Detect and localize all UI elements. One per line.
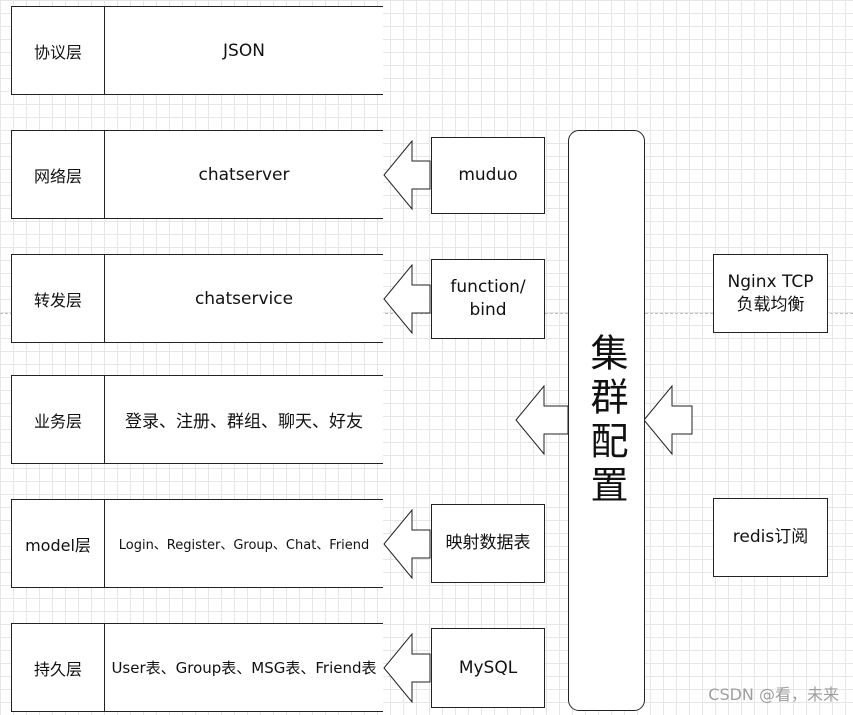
function-bind-box: function/ bind <box>431 259 545 339</box>
layer-name: 网络层 <box>12 131 105 218</box>
mysql-label: MySQL <box>458 657 518 678</box>
layer-content: User表、Group表、MSG表、Friend表 <box>111 659 377 677</box>
mapping-label: 映射数据表 <box>445 533 531 553</box>
redis-label: redis订阅 <box>732 527 809 547</box>
nginx-label-line2: 负载均衡 <box>736 294 805 315</box>
cluster-config-label: 集群配置 <box>584 332 628 509</box>
muduo-label: muduo <box>458 165 518 185</box>
muduo-box: muduo <box>431 137 545 214</box>
watermark: CSDN @看，未来 <box>708 685 839 704</box>
left-arrow-icon <box>383 509 431 579</box>
left-arrow-icon <box>383 140 431 210</box>
cluster-config-box: 集群配置 <box>568 130 645 711</box>
layer-model: model层 Login、Register、Group、Chat、Friend <box>11 499 383 588</box>
layer-name: 业务层 <box>12 376 105 463</box>
layer-network: 网络层 chatserver <box>11 130 383 219</box>
function-bind-label-line1: function/ <box>450 277 526 297</box>
mapping-box: 映射数据表 <box>431 504 545 583</box>
left-arrow-icon <box>383 264 431 334</box>
redis-box: redis订阅 <box>713 498 828 577</box>
layer-name: 持久层 <box>12 624 105 711</box>
nginx-label-line1: Nginx TCP <box>727 271 814 292</box>
layer-content: chatservice <box>194 288 294 309</box>
layer-content: 登录、注册、群组、聊天、好友 <box>125 412 363 432</box>
layer-content: JSON <box>223 40 265 61</box>
layer-protocol: 协议层 JSON <box>11 6 383 95</box>
layer-name: 协议层 <box>12 7 105 94</box>
nginx-box: Nginx TCP 负载均衡 <box>713 254 828 333</box>
mysql-box: MySQL <box>431 628 545 708</box>
layer-forwarding: 转发层 chatservice <box>11 254 383 343</box>
layer-name: model层 <box>12 500 105 587</box>
layer-name: 转发层 <box>12 255 105 342</box>
layer-persistence: 持久层 User表、Group表、MSG表、Friend表 <box>11 623 383 712</box>
left-arrow-icon <box>383 633 431 703</box>
left-arrow-icon <box>643 385 693 455</box>
layer-business: 业务层 登录、注册、群组、聊天、好友 <box>11 375 383 464</box>
layer-content: Login、Register、Group、Chat、Friend <box>118 538 370 553</box>
function-bind-label-line2: bind <box>469 300 507 320</box>
left-arrow-icon <box>515 385 569 455</box>
layer-content: chatserver <box>198 164 290 185</box>
